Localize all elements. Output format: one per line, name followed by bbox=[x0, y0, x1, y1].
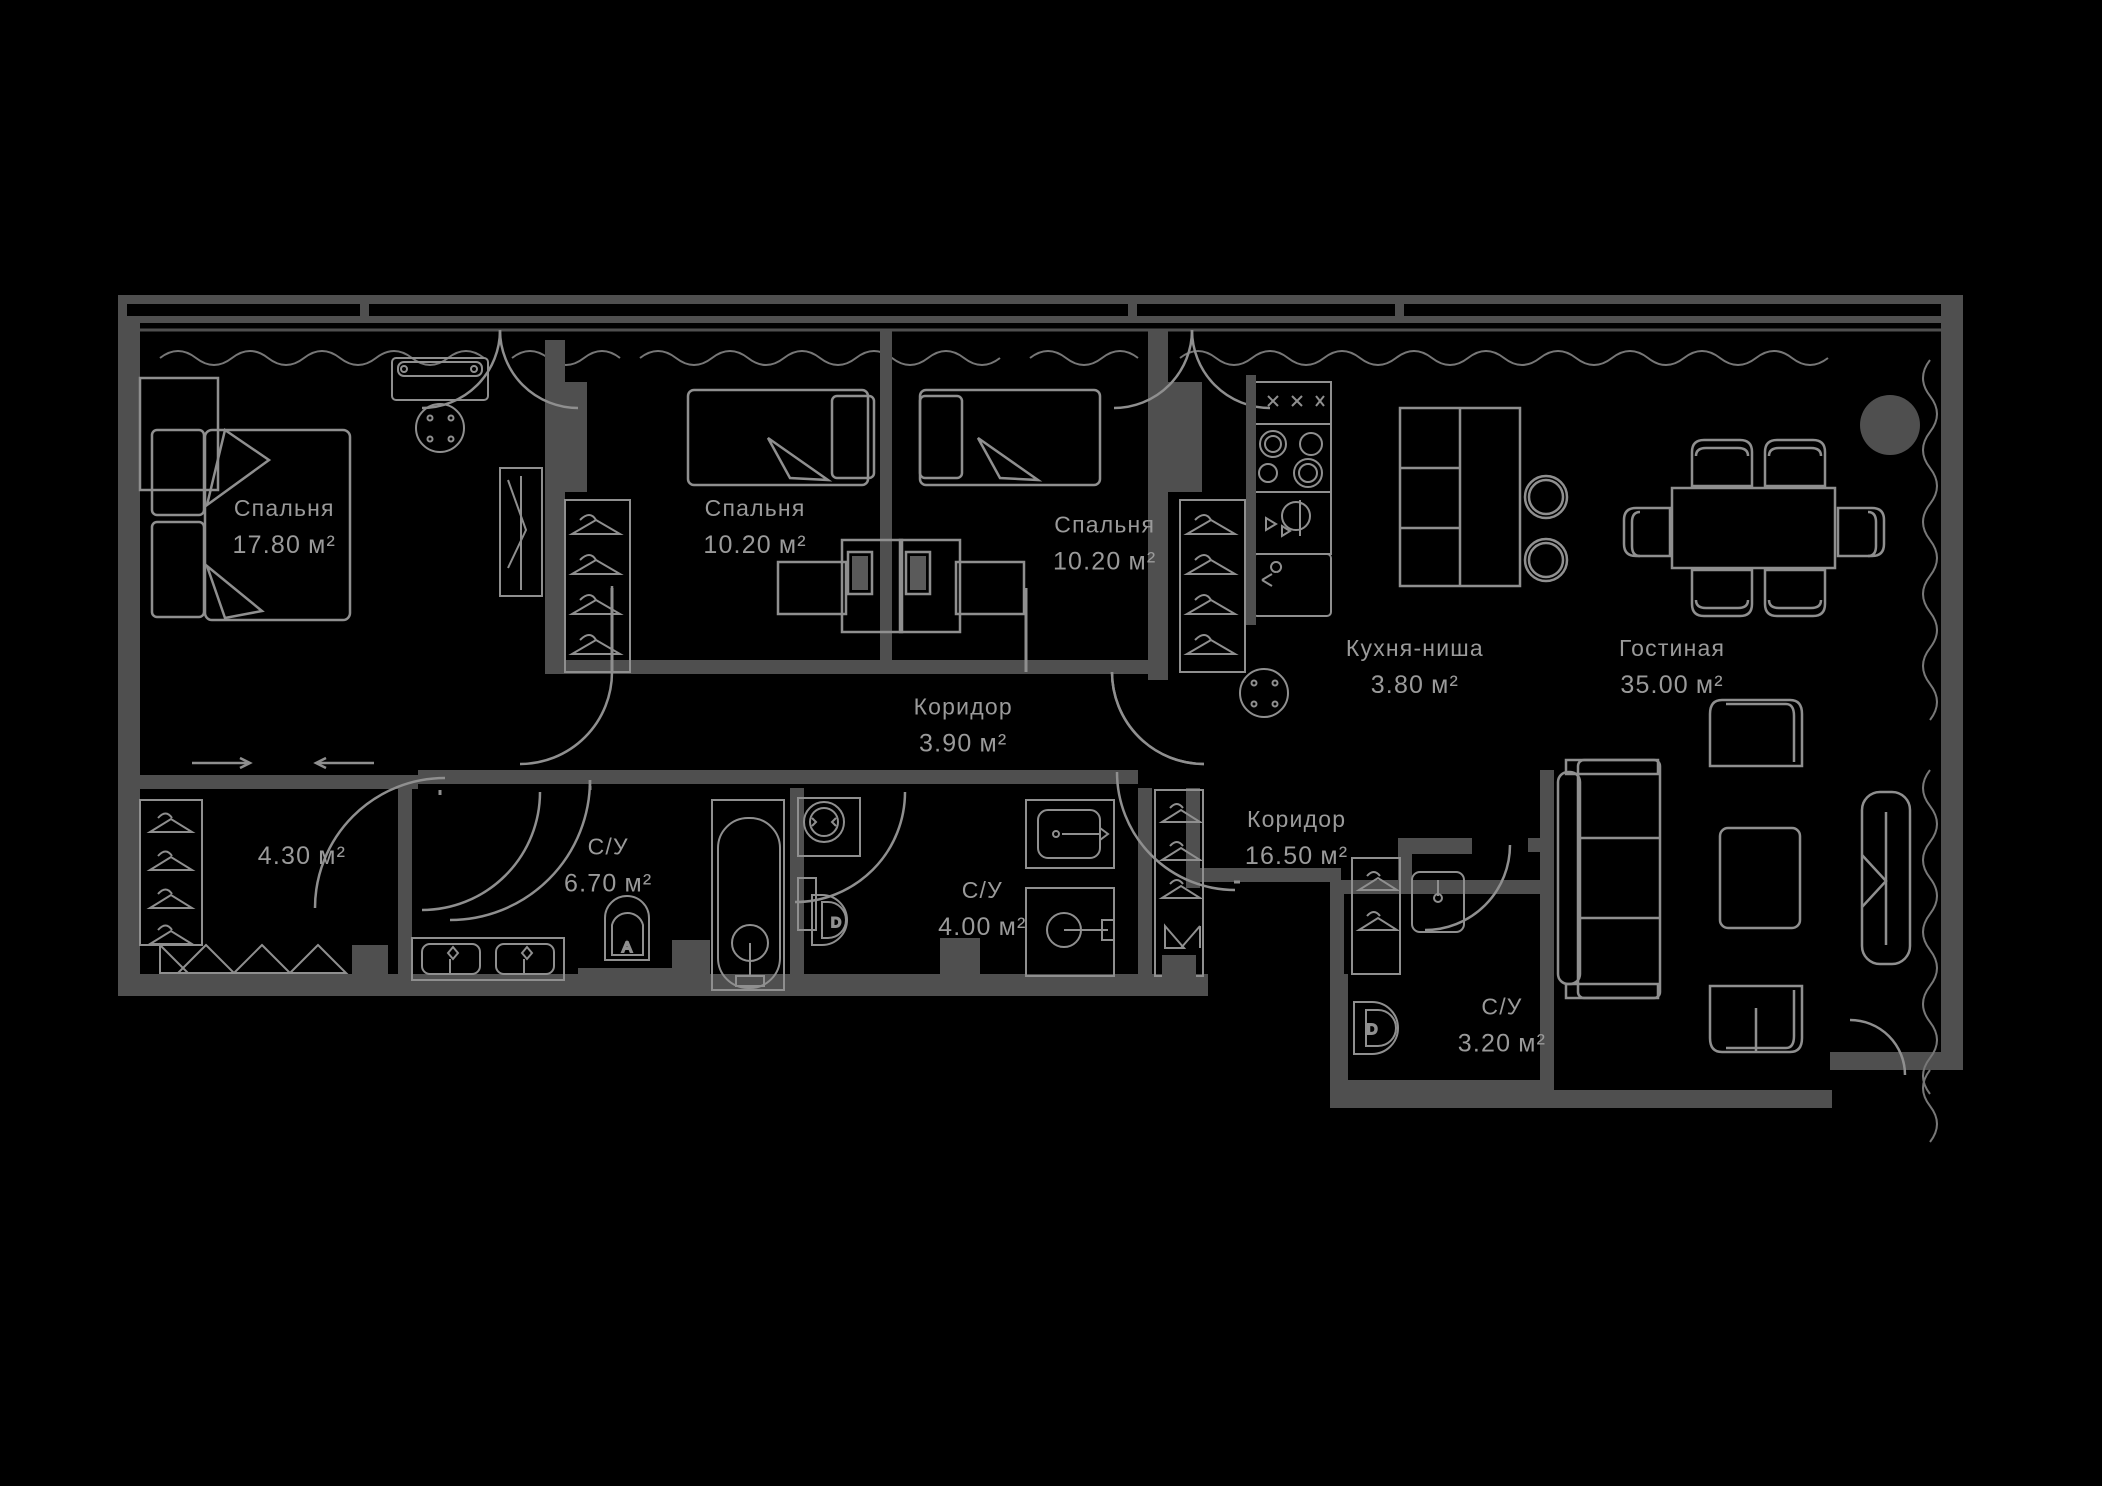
furniture-bedroom-3 bbox=[898, 388, 1102, 634]
kitchen-wall bbox=[1246, 375, 1256, 625]
room-name: Коридор bbox=[1247, 806, 1346, 832]
wall-stubs bbox=[1162, 838, 1554, 1096]
room-name: Спальня bbox=[705, 495, 806, 521]
svg-text:D: D bbox=[831, 914, 841, 930]
furniture-bathroom-3: D bbox=[1351, 857, 1465, 1055]
room-name: С/У bbox=[962, 877, 1003, 903]
room-name: С/У bbox=[588, 833, 629, 859]
furniture-bathroom-2: D bbox=[797, 797, 1115, 978]
closet-hangers-bedroom3 bbox=[1179, 499, 1246, 673]
furniture-bathroom-1: A bbox=[411, 799, 785, 996]
furniture-master-bedroom bbox=[138, 376, 352, 622]
door-leaves bbox=[438, 588, 1240, 884]
room-name: Гостиная bbox=[1619, 635, 1725, 661]
room-name: Спальня bbox=[234, 495, 335, 521]
svg-text:D: D bbox=[1367, 1021, 1378, 1038]
room-name: Кухня-ниша bbox=[1346, 635, 1484, 661]
furniture-bedroom-2 bbox=[686, 388, 904, 634]
furniture-living-room bbox=[1398, 395, 1920, 1054]
room-name: Коридор bbox=[914, 694, 1013, 720]
room-name: Спальня bbox=[1054, 512, 1155, 538]
furniture-master-desk bbox=[391, 357, 489, 453]
mirror-shelf bbox=[499, 467, 543, 597]
curtain-lines bbox=[159, 350, 1938, 1143]
sliding-door-indicators bbox=[192, 756, 374, 770]
furniture-wardrobe-room bbox=[139, 799, 388, 975]
closet-hangers-bedroom2 bbox=[564, 499, 631, 673]
svg-text:A: A bbox=[622, 939, 632, 956]
room-name: С/У bbox=[1481, 994, 1522, 1020]
sliding-door-panels bbox=[176, 776, 388, 786]
interior-walls bbox=[118, 330, 1554, 1095]
